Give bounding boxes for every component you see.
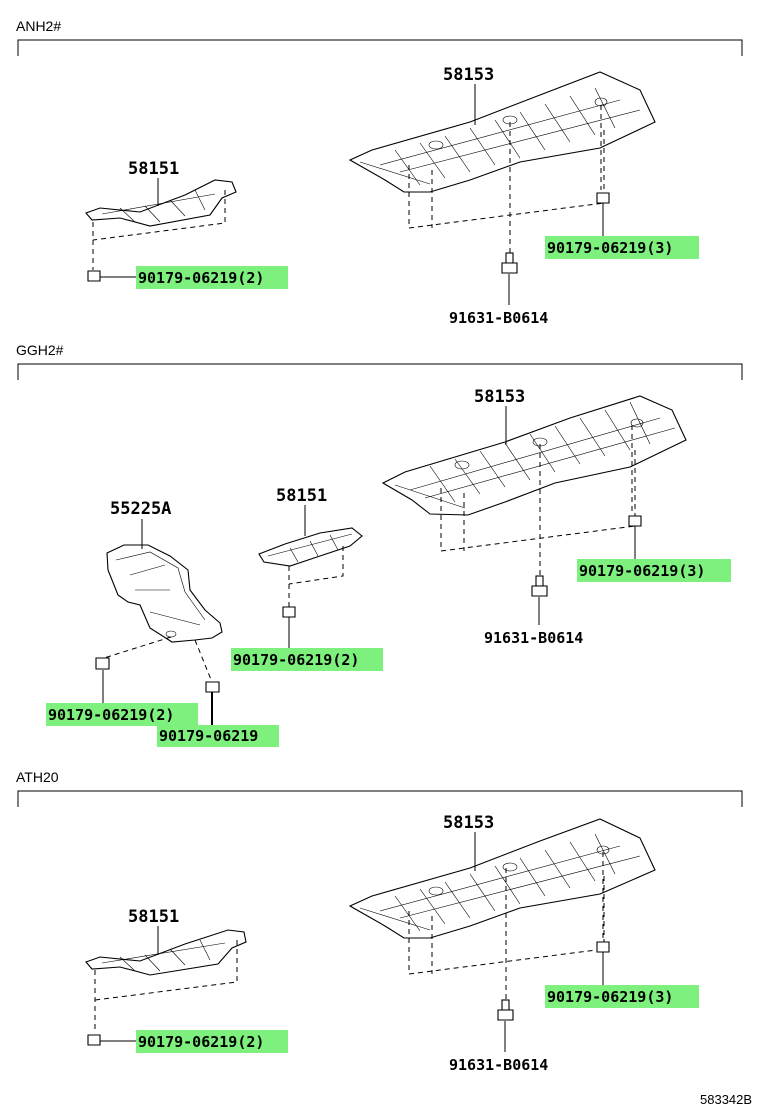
part-label-58151[interactable]: 58151 xyxy=(128,907,179,927)
part-label-91631[interactable]: 91631-B0614 xyxy=(449,309,548,327)
highlight-nut-front xyxy=(136,1030,288,1053)
nut-icon xyxy=(205,681,220,693)
heat-insulator-rear-drawing xyxy=(348,818,656,939)
heat-insulator-front-drawing xyxy=(258,527,363,567)
nut-icon xyxy=(282,606,296,618)
section-label: GGH2# xyxy=(16,342,64,358)
heat-insulator-front-drawing xyxy=(85,929,247,976)
bolt-icon xyxy=(531,444,548,597)
bolt-icon xyxy=(501,122,518,274)
highlight-nut-rear xyxy=(545,985,699,1008)
part-label-58153[interactable]: 58153 xyxy=(474,387,525,407)
section-ath20: ATH20 58153 91631-B0614 90179-06219(3) xyxy=(16,769,743,1074)
part-label-58153[interactable]: 58153 xyxy=(443,65,494,85)
part-label-nut-front[interactable]: 90179-06219(2) xyxy=(138,1033,264,1051)
part-label-nut-shield-a[interactable]: 90179-06219(2) xyxy=(48,706,174,724)
part-label-91631[interactable]: 91631-B0614 xyxy=(449,1056,548,1074)
section-bracket xyxy=(17,790,743,807)
part-label-55225a[interactable]: 55225A xyxy=(110,499,171,519)
highlight-nut-front xyxy=(231,648,383,671)
part-label-58151[interactable]: 58151 xyxy=(128,159,179,179)
nut-icon xyxy=(596,941,610,953)
nut-icon xyxy=(87,270,101,282)
part-label-nut-rear[interactable]: 90179-06219(3) xyxy=(547,988,673,1006)
highlight-nut-front xyxy=(136,266,288,289)
section-label: ATH20 xyxy=(16,769,59,785)
nut-icon xyxy=(596,192,610,204)
nut-icon xyxy=(628,515,642,527)
part-label-91631[interactable]: 91631-B0614 xyxy=(484,629,583,647)
heat-insulator-front-drawing xyxy=(85,179,237,227)
shield-drawing xyxy=(106,544,223,643)
part-label-nut-rear[interactable]: 90179-06219(3) xyxy=(579,562,705,580)
section-bracket xyxy=(17,39,743,56)
heat-insulator-rear-drawing xyxy=(348,71,656,193)
part-label-58151[interactable]: 58151 xyxy=(276,486,327,506)
part-label-58153[interactable]: 58153 xyxy=(443,813,494,833)
heat-insulator-rear-drawing xyxy=(381,395,687,516)
part-label-nut-front[interactable]: 90179-06219(2) xyxy=(138,269,264,287)
section-bracket xyxy=(17,363,743,380)
highlight-nut-shield-b xyxy=(157,725,279,747)
part-label-nut-rear[interactable]: 90179-06219(3) xyxy=(547,239,673,257)
nut-icon xyxy=(87,1034,101,1046)
highlight-nut-rear xyxy=(545,236,699,259)
highlight-nut-rear xyxy=(577,559,731,582)
figure-id: 583342B xyxy=(700,1092,752,1107)
bolt-icon xyxy=(497,868,514,1021)
part-label-nut-shield-b[interactable]: 90179-06219 xyxy=(159,727,258,745)
nut-icon xyxy=(95,657,110,670)
highlight-nut-shield-a xyxy=(46,703,198,726)
section-label: ANH2# xyxy=(16,18,61,34)
section-ggh2: GGH2# 58153 91631-B0614 90179-06219(3) xyxy=(16,342,743,747)
section-anh2: ANH2# 58153 91631-B0614 90179-06219(3) xyxy=(16,18,743,327)
part-label-nut-front[interactable]: 90179-06219(2) xyxy=(233,651,359,669)
